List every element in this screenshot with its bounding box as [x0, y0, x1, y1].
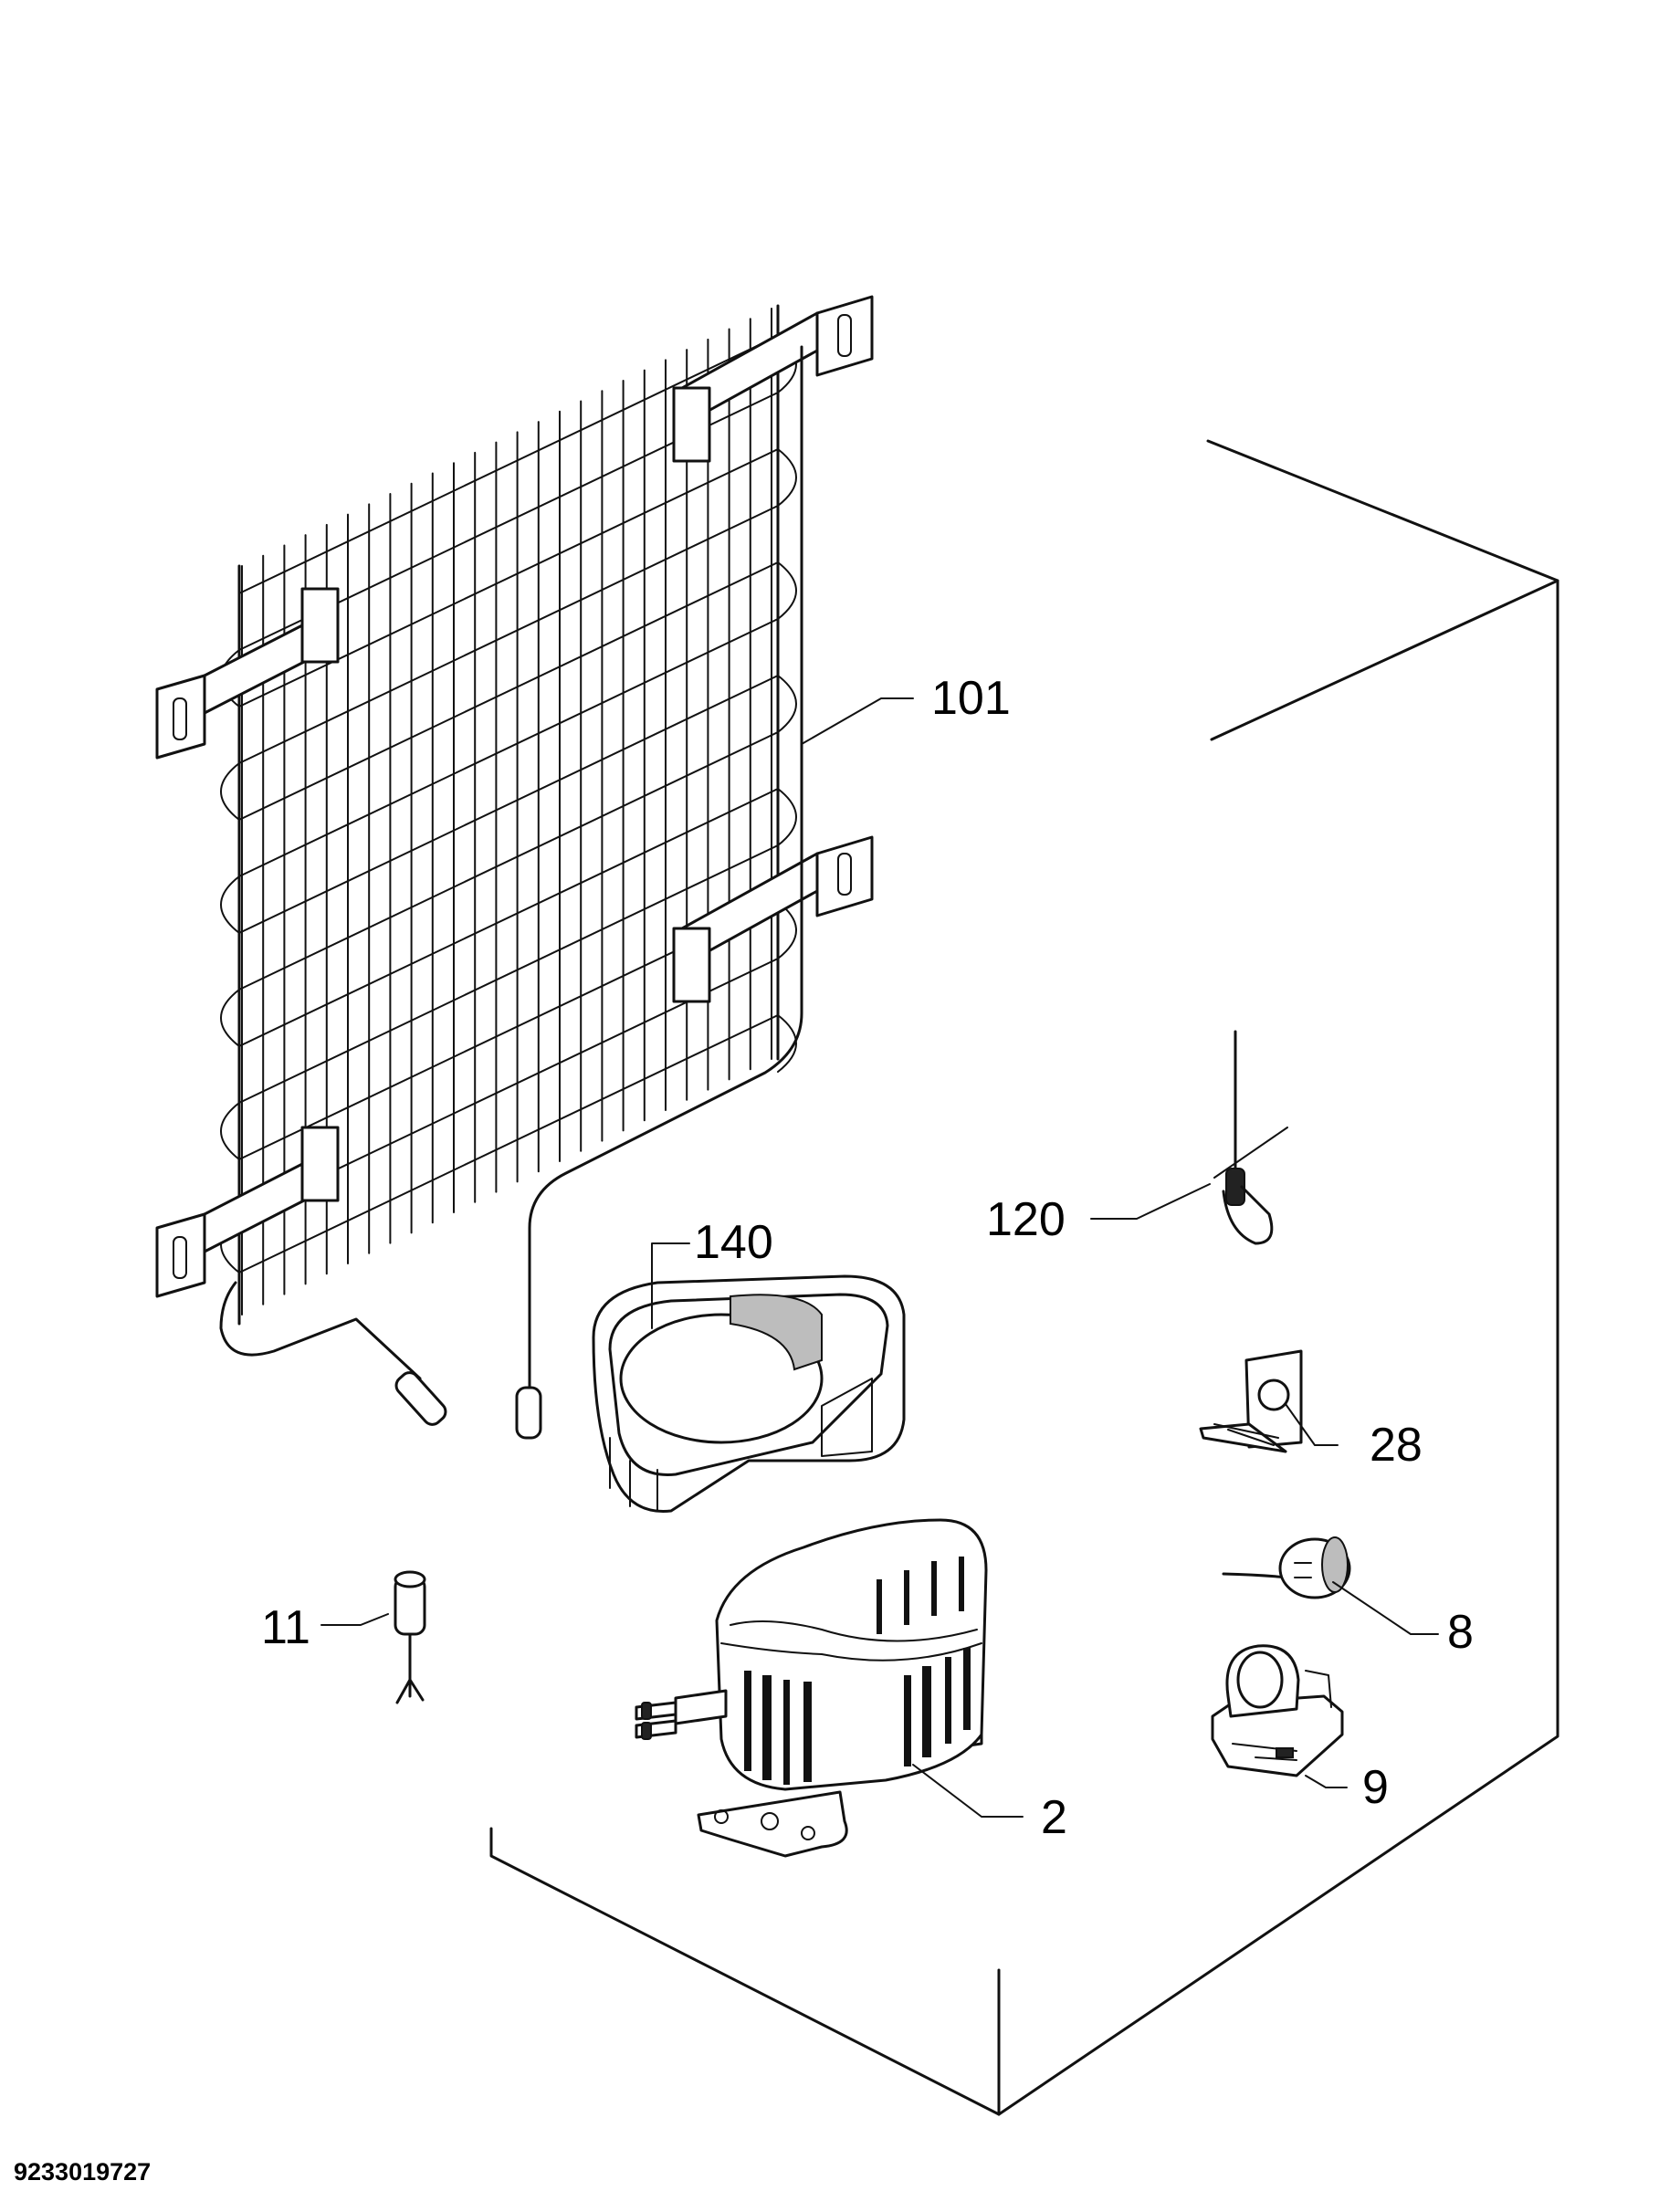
condenser [155, 295, 874, 1440]
label-8: 8 [1447, 1606, 1474, 1659]
label-140: 140 [694, 1216, 773, 1269]
compressor-stripes [744, 1557, 971, 1785]
part-labels: 101 140 120 28 11 8 2 9 [261, 672, 1474, 1844]
drip-tray [592, 1274, 906, 1513]
label-2: 2 [1041, 1791, 1067, 1844]
label-11: 11 [261, 1601, 310, 1654]
label-9: 9 [1362, 1761, 1389, 1814]
label-101: 101 [931, 672, 1011, 725]
compressor [635, 1518, 988, 1858]
dryer-filter [394, 1570, 426, 1704]
label-120: 120 [986, 1193, 1066, 1246]
start-relay [1211, 1644, 1344, 1777]
overload-protector [1222, 1536, 1351, 1599]
document-code: 9233019727 [14, 2158, 151, 2186]
capillary-joint [1213, 1030, 1288, 1245]
leader-lines [320, 697, 1439, 1818]
tube-end-left [394, 1371, 447, 1426]
cabinet-outline [489, 439, 1559, 2116]
mounting-brackets [173, 311, 852, 1279]
tube-end-right [515, 1386, 542, 1440]
label-28: 28 [1370, 1419, 1423, 1472]
clip [1199, 1349, 1303, 1453]
